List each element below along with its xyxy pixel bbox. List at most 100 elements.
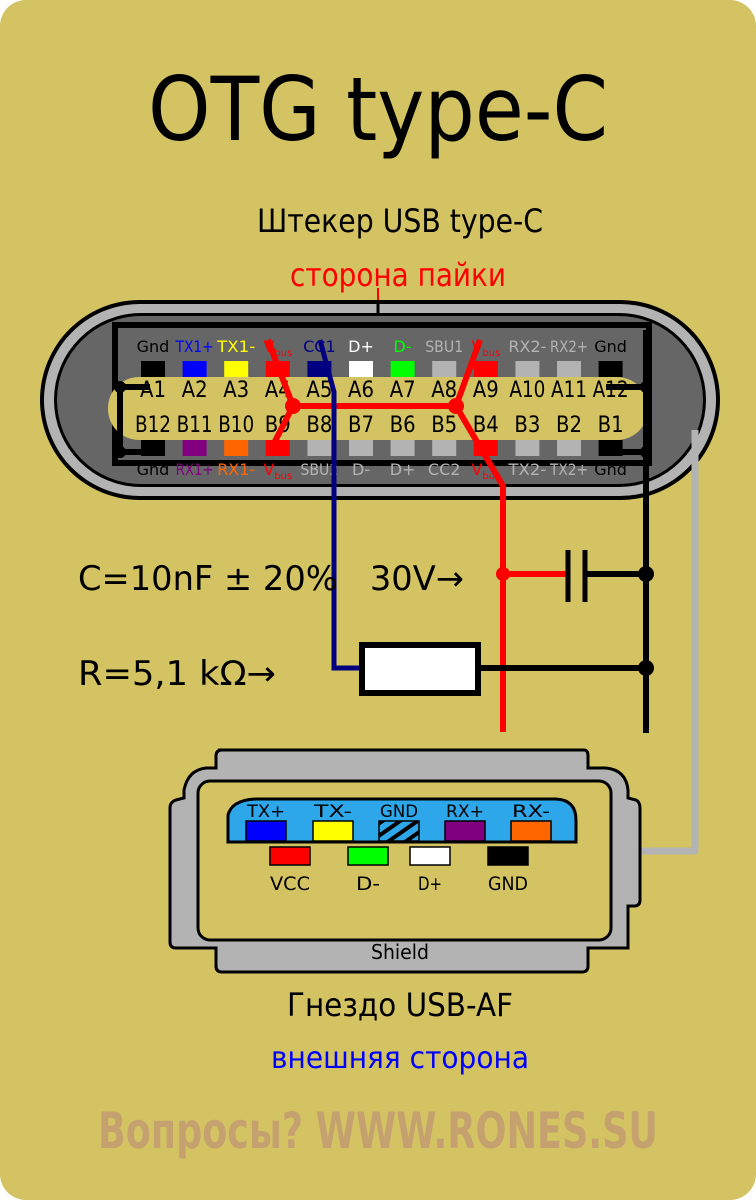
pad-bottom-b3 — [515, 440, 540, 456]
pin-number-b12: B12 — [135, 413, 171, 438]
pad-top-a10 — [515, 361, 540, 377]
pin-number-b8: B8 — [306, 413, 332, 438]
pin-number-a2: A2 — [182, 378, 208, 403]
bottom-signal-label-2: RX1- — [217, 460, 255, 479]
socket-contact-txminus — [312, 820, 354, 842]
pad-bottom-b7 — [349, 440, 373, 456]
pin-number-b6: B6 — [390, 413, 416, 438]
plug-caption: Штекер USB type-C — [257, 202, 543, 240]
pad-top-a7 — [390, 361, 415, 377]
pin-number-b10: B10 — [218, 413, 254, 438]
junction-dot — [285, 398, 301, 414]
usb-a-socket — [168, 748, 642, 974]
footer-website[interactable]: Вопросы? WWW.RONES.SU — [98, 1102, 658, 1160]
pad-bottom-b10 — [224, 440, 249, 456]
socket-contact-label: RX- — [512, 802, 550, 822]
cc1-wire — [317, 339, 362, 671]
plug-side-note: сторона пайки — [290, 256, 506, 294]
top-signal-label-9: RX2- — [508, 337, 546, 356]
pin-number-b11: B11 — [177, 413, 213, 438]
socket-contact-gnd — [378, 820, 420, 842]
pad-top-a6 — [349, 361, 373, 377]
pin-number-a1: A1 — [140, 378, 166, 403]
top-signal-label-10: RX2+ — [550, 337, 588, 356]
top-signal-label-1: TX1+ — [175, 337, 214, 356]
bottom-signal-label-10: TX2+ — [549, 460, 588, 479]
pad-top-a8 — [432, 361, 457, 377]
capacitor-label: C=10nF ± 20% 30V→ — [78, 559, 464, 599]
pin-number-a7: A7 — [390, 378, 416, 403]
pin-number-a10: A10 — [509, 378, 545, 403]
top-signal-label-11: Gnd — [594, 337, 627, 356]
socket-contact-gnd — [487, 846, 529, 866]
top-signal-label-7: SBU1 — [425, 337, 463, 356]
top-signal-label-0: Gnd — [137, 337, 170, 356]
junction-dot — [638, 660, 654, 676]
top-signal-label-6: D- — [394, 337, 412, 356]
pad-bottom-b6 — [390, 440, 415, 456]
page-title: OTG type-C — [148, 58, 608, 161]
pin-number-a12: A12 — [593, 378, 629, 403]
bottom-signal-label-5: D- — [352, 460, 370, 479]
socket-side-note: внешняя сторона — [271, 1041, 529, 1076]
socket-contact-dplus — [409, 846, 451, 866]
pad-top-a1 — [141, 361, 165, 377]
junction-dot — [496, 567, 510, 581]
socket-contact-label: VCC — [270, 873, 310, 895]
socket-caption: Гнездо USB-AF — [287, 986, 513, 1024]
socket-contact-rxminus — [510, 820, 552, 842]
socket-contact-dminus — [347, 846, 389, 866]
vbus-wire — [265, 338, 567, 732]
bottom-signal-label-7: CC2 — [428, 460, 461, 479]
bottom-signal-label-8: Vbus — [471, 460, 500, 482]
socket-contact-vcc — [269, 846, 311, 866]
pad-top-a3 — [224, 361, 249, 377]
bottom-signal-label-4: SBU2 — [300, 460, 338, 479]
pin-number-b2: B2 — [556, 413, 582, 438]
socket-contact-label: TX+ — [246, 802, 285, 822]
socket-contact-label: GND — [488, 873, 528, 895]
pad-top-a9 — [473, 361, 498, 377]
resistor-symbol — [359, 642, 481, 696]
junction-dot — [114, 446, 126, 458]
pin-number-b3: B3 — [514, 413, 540, 438]
junction-dot — [638, 566, 654, 582]
junction-dot — [448, 398, 464, 414]
bottom-signal-label-0: Gnd — [137, 460, 170, 479]
bottom-signal-label-11: Gnd — [594, 460, 627, 479]
pin-number-b5: B5 — [431, 413, 457, 438]
pin-number-b1: B1 — [598, 413, 624, 438]
socket-contact-rxplus — [444, 820, 486, 842]
pin-number-b4: B4 — [473, 413, 499, 438]
bottom-signal-label-3: Vbus — [263, 460, 292, 482]
pin-number-a9: A9 — [473, 378, 499, 403]
usb-c-plug — [40, 300, 720, 500]
top-signal-label-2: TX1- — [216, 337, 255, 356]
socket-contact-label: D+ — [418, 873, 442, 895]
pin-number-a11: A11 — [551, 378, 587, 403]
bottom-signal-label-9: TX2- — [507, 460, 546, 479]
socket-contact-label: TX- — [313, 802, 352, 822]
pad-bottom-b11 — [182, 440, 207, 456]
socket-contact-txplus — [245, 820, 287, 842]
resistor-label: R=5,1 kΩ→ — [78, 654, 276, 694]
pad-top-a2 — [182, 361, 207, 377]
junction-dot — [114, 381, 126, 393]
pin-number-a5: A5 — [306, 378, 332, 403]
pad-top-a12 — [598, 361, 623, 377]
capacitor-symbol — [565, 550, 588, 602]
shield-label: Shield — [371, 940, 429, 964]
pad-top-a11 — [557, 361, 581, 377]
pin-number-a3: A3 — [223, 378, 249, 403]
shield-wire — [628, 430, 699, 855]
pin-number-a6: A6 — [348, 378, 374, 403]
socket-contact-label: RX+ — [446, 802, 484, 822]
bottom-signal-label-6: D+ — [390, 460, 416, 479]
top-signal-label-5: D+ — [348, 337, 374, 356]
pin-number-b7: B7 — [348, 413, 374, 438]
